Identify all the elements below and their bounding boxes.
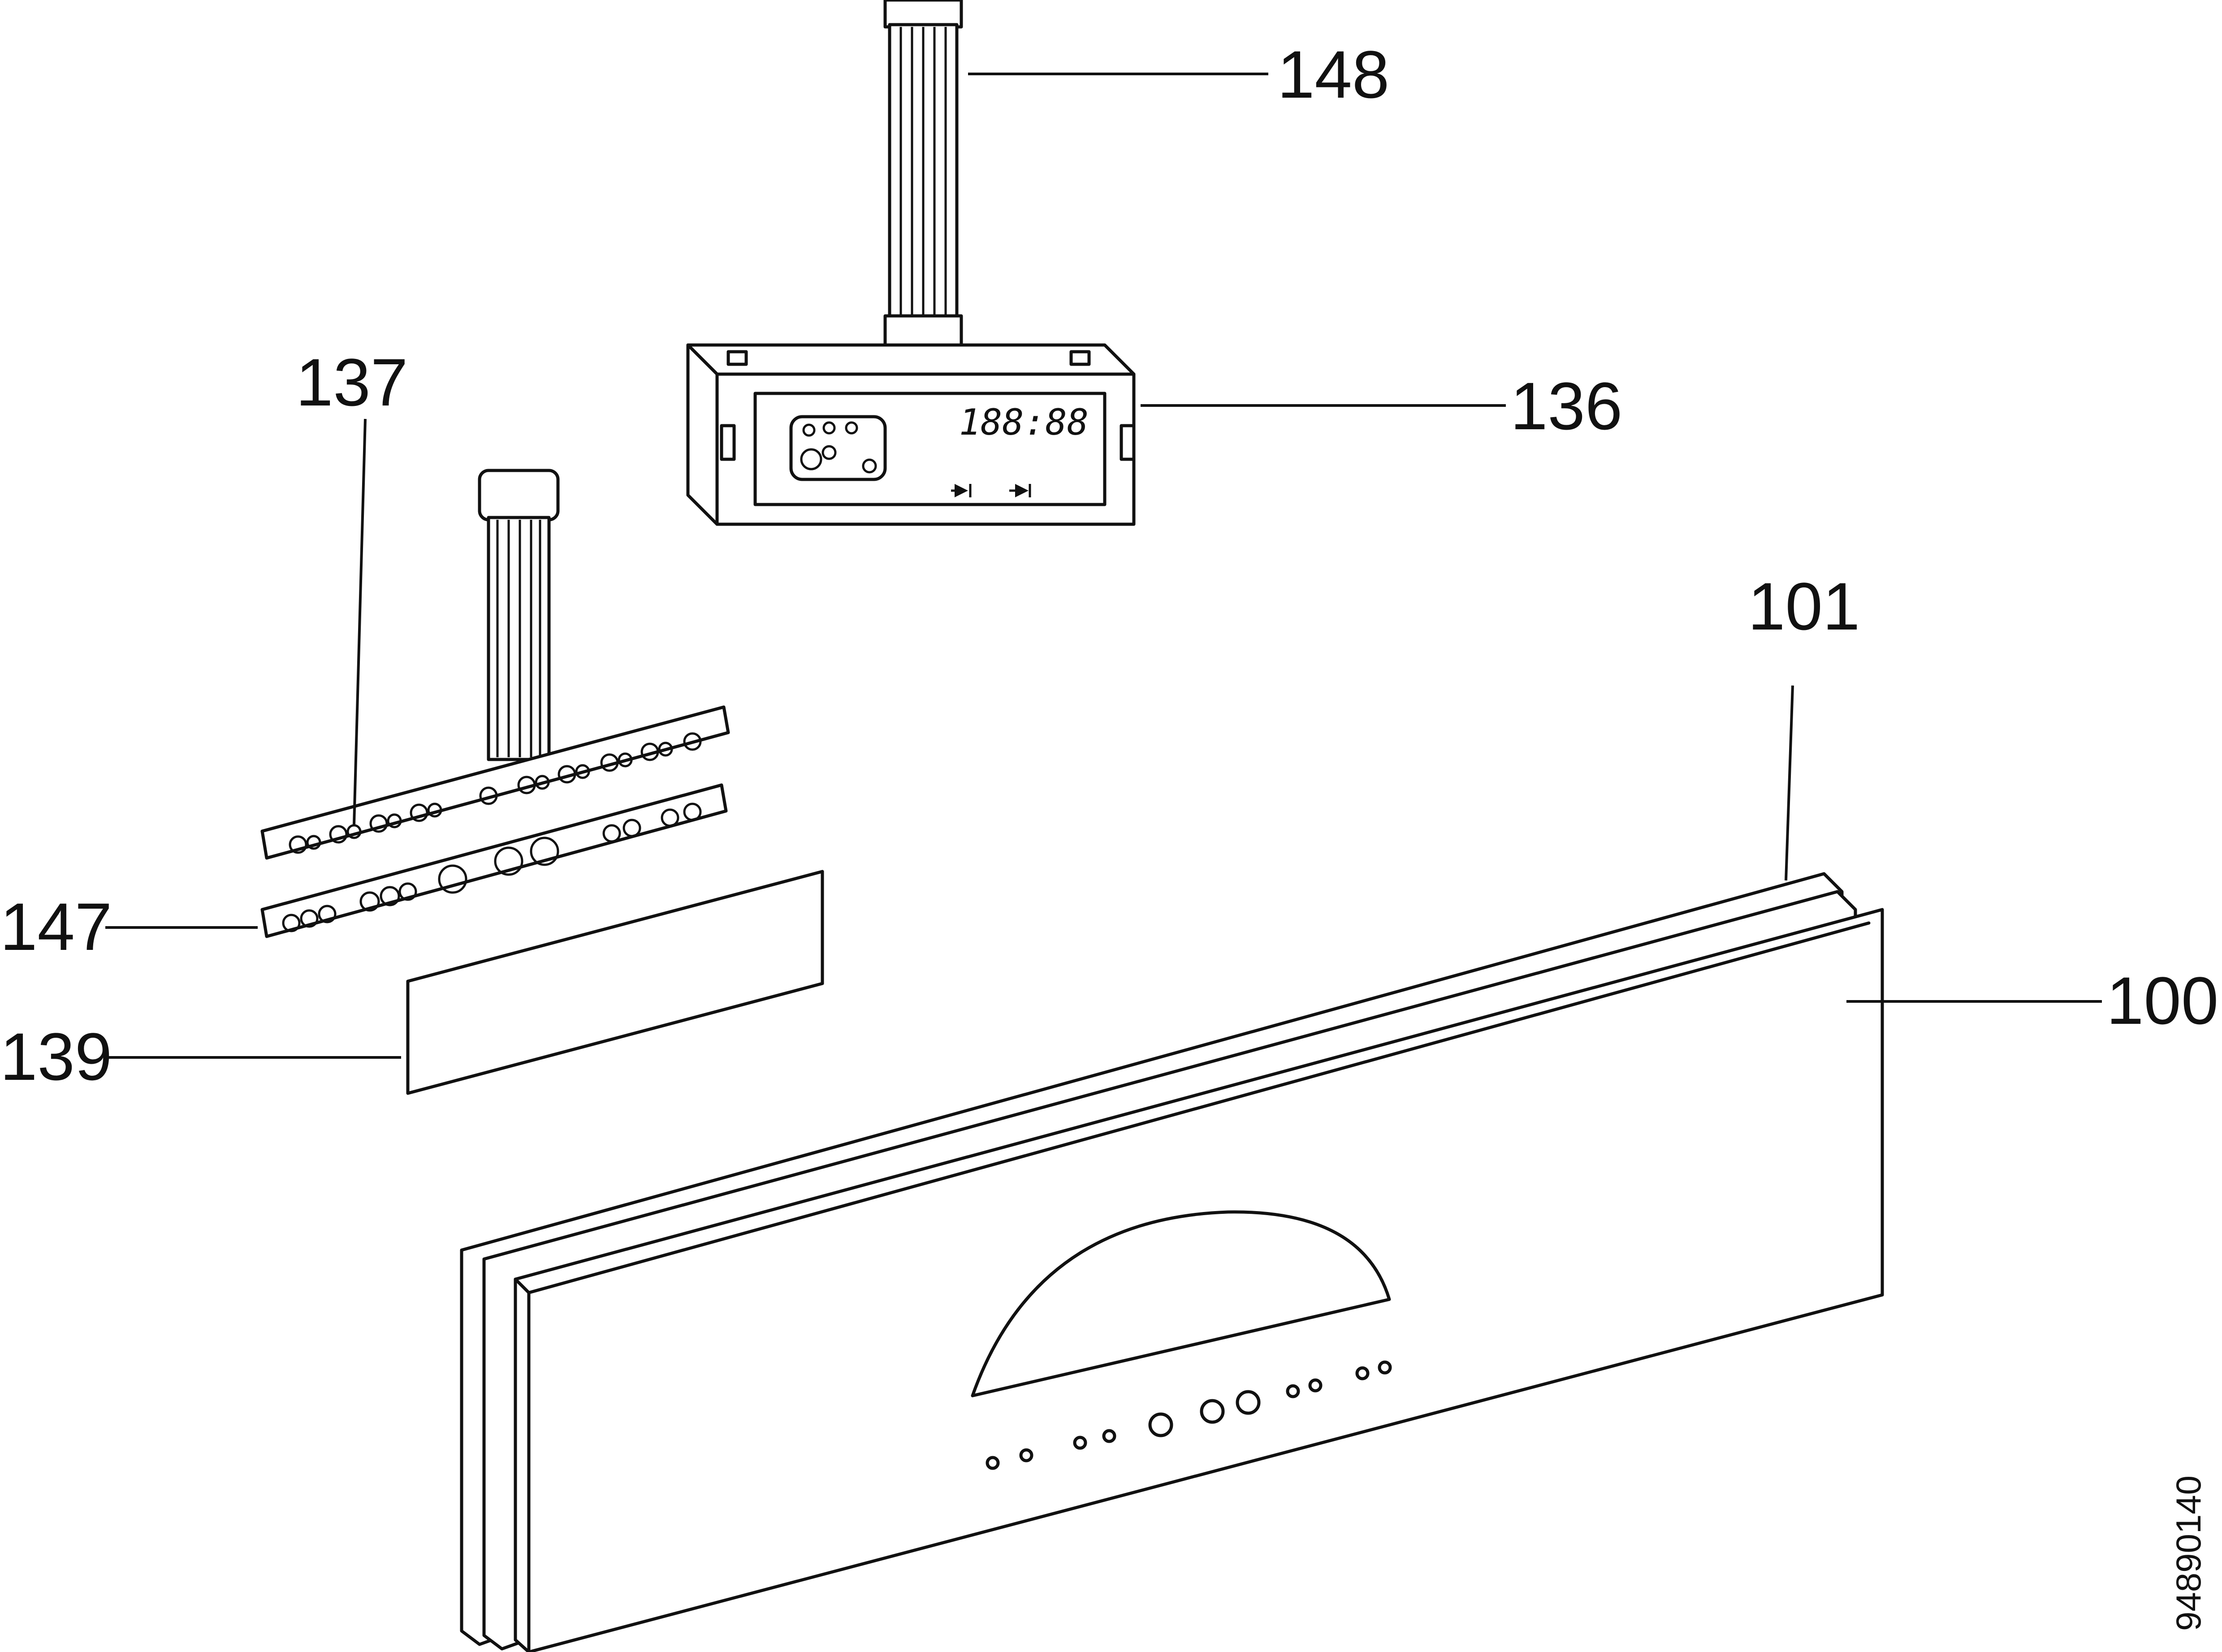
part-147-button-strip	[260, 783, 728, 938]
callout-139: 139	[0, 1019, 112, 1094]
switch-row-137	[289, 732, 702, 854]
display-symbols	[951, 484, 1031, 497]
callout-137: 137	[296, 345, 408, 420]
leader-101	[1785, 685, 1794, 881]
drawing-number: 94890140	[2169, 1475, 2208, 1631]
switch-row-147	[282, 802, 702, 932]
callout-101: 101	[1748, 569, 1860, 644]
part-148-ribbon-cable	[883, 0, 963, 349]
part-137-switch-board	[260, 469, 730, 860]
callout-148: 148	[1277, 37, 1389, 112]
part-100-control-panel	[514, 908, 1884, 1652]
callout-147: 147	[0, 889, 112, 964]
part-136-display-module: 188:88	[686, 343, 1136, 526]
callout-136: 136	[1510, 368, 1622, 444]
panel-arched-window	[971, 1210, 1391, 1398]
display-time-readout: 188:88	[959, 401, 1089, 443]
display-icon-cluster	[789, 415, 887, 481]
part-139-window-plate	[406, 870, 824, 1095]
callout-100: 100	[2106, 963, 2218, 1038]
panel-button-holes	[986, 1360, 1392, 1470]
leader-137	[353, 418, 367, 825]
